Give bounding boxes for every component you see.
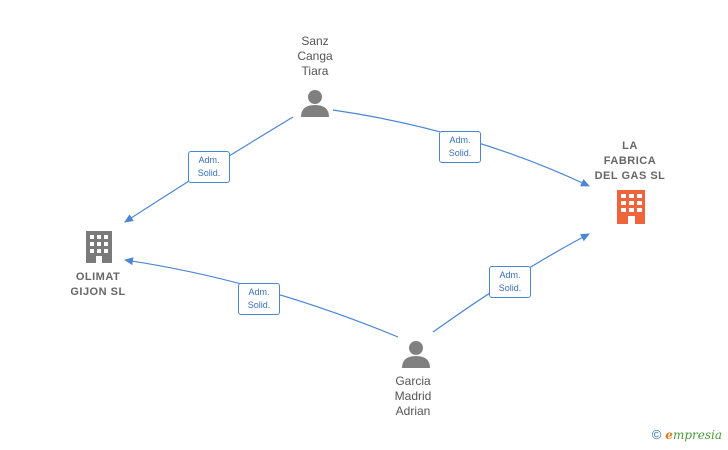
edge-label-line1: Adm. — [248, 287, 270, 297]
person-icon[interactable] — [402, 341, 430, 368]
edge-label-line2: Solid. — [448, 148, 472, 158]
empresia-watermark: ©empresia — [652, 427, 722, 442]
edge-label-line2: Solid. — [197, 168, 221, 178]
building-icon-highlight[interactable] — [617, 190, 645, 224]
edge-label-line1: Adm. — [198, 155, 220, 165]
copyright-symbol: © — [651, 427, 662, 442]
edge-label-line2: Solid. — [247, 300, 271, 310]
node-label-fabrica[interactable]: LA FABRICA DEL GAS SL — [594, 140, 666, 182]
edge-label-line1: Adm. — [499, 270, 521, 280]
edge-label-line1: Adm. — [449, 135, 471, 145]
node-label-sanz[interactable]: Sanz Canga Tiara — [297, 34, 333, 78]
edge-label-garcia-olimat: Adm. Solid. — [238, 283, 280, 315]
brand-initial: e — [665, 428, 673, 442]
building-icon[interactable] — [86, 231, 112, 263]
edge-label-sanz-olimat: Adm. Solid. — [188, 151, 230, 183]
edge-label-garcia-fabrica: Adm. Solid. — [489, 266, 531, 298]
brand-name: mpresia — [672, 428, 722, 442]
edge-label-line2: Solid. — [498, 283, 522, 293]
edge-label-sanz-fabrica: Adm. Solid. — [439, 131, 481, 163]
person-icon[interactable] — [301, 90, 329, 117]
node-label-garcia[interactable]: Garcia Madrid Adrian — [394, 374, 432, 418]
node-label-olimat[interactable]: OLIMAT GIJON SL — [70, 271, 126, 298]
